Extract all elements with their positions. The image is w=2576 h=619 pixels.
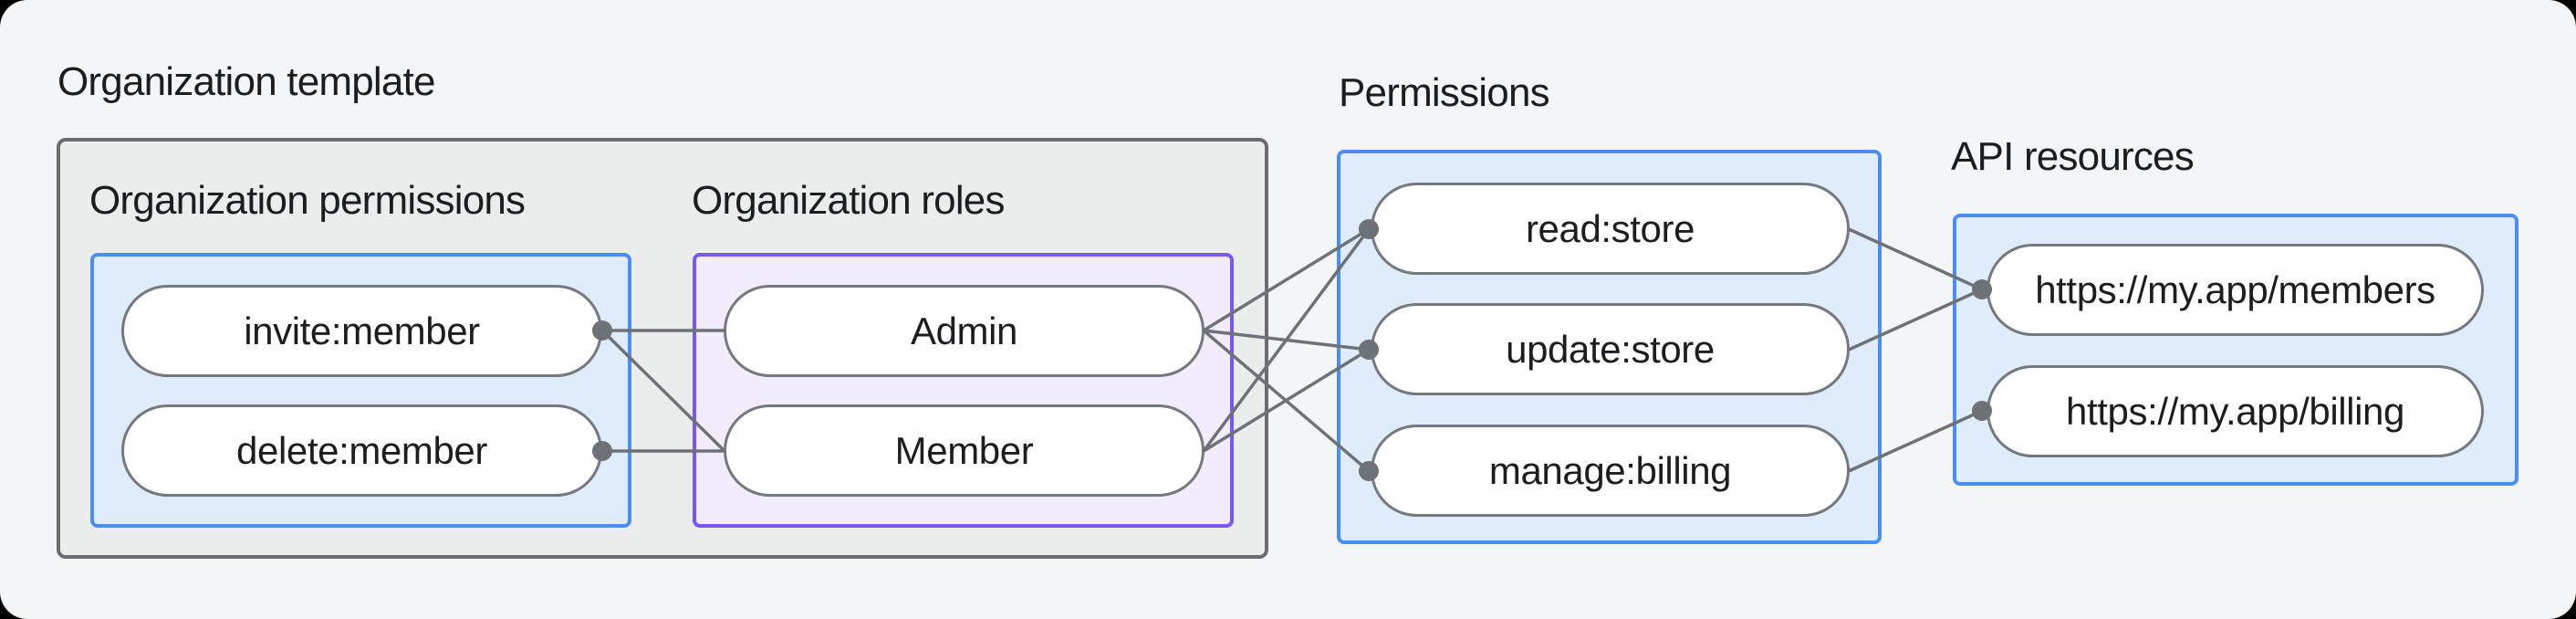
api-resources-panel: https://my.app/members https://my.app/bi… [1953,214,2519,486]
node-delete-member: delete:member [121,404,602,497]
node-api-members: https://my.app/members [1987,244,2484,336]
node-admin-role: Admin [724,285,1205,377]
node-invite-member: invite:member [121,285,602,377]
org-template-title: Organization template [57,59,435,104]
permissions-heading: Permissions [1339,70,1550,115]
node-read-store: read:store [1371,183,1850,275]
org-permissions-panel: invite:member delete:member [90,253,631,528]
org-roles-panel: Admin Member [693,253,1234,528]
node-manage-billing: manage:billing [1371,425,1850,517]
org-permissions-heading: Organization permissions [89,178,526,223]
node-api-billing: https://my.app/billing [1987,365,2484,457]
api-resources-heading: API resources [1951,134,2195,179]
org-roles-heading: Organization roles [692,178,1005,223]
permissions-panel: read:store update:store manage:billing [1337,150,1882,544]
node-member-role: Member [724,404,1205,497]
node-update-store: update:store [1371,303,1850,395]
